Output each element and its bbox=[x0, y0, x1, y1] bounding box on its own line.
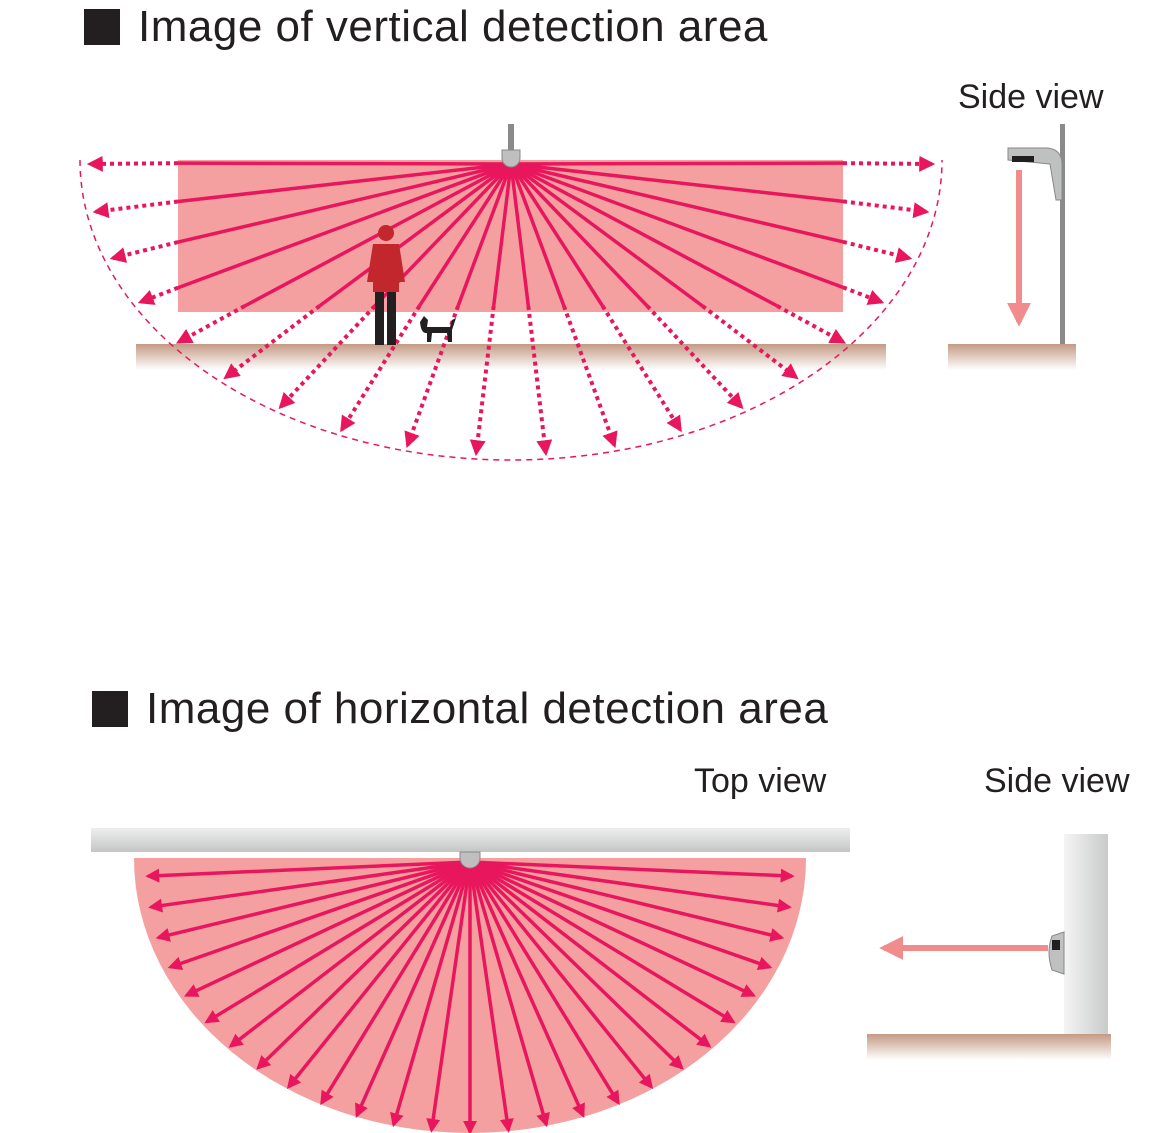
beam-dotted bbox=[469, 305, 496, 457]
beam-solid bbox=[509, 163, 566, 307]
beam-dotted bbox=[86, 155, 179, 172]
vertical-side-view-diagram bbox=[948, 124, 1076, 370]
horizontal-side-view-label: Side view bbox=[984, 762, 1130, 800]
vertical-side-view-label: Side view bbox=[958, 78, 1104, 116]
beam-solid bbox=[469, 860, 795, 883]
beam-solid bbox=[468, 861, 620, 1106]
beam-solid bbox=[468, 861, 550, 1128]
vertical-detection-diagram bbox=[79, 124, 943, 461]
beam-solid bbox=[177, 162, 512, 204]
beam-solid bbox=[355, 861, 472, 1118]
beam-dotted bbox=[842, 199, 930, 219]
beam-dotted bbox=[109, 240, 179, 263]
beam-solid bbox=[468, 860, 654, 1090]
beam-solid bbox=[286, 860, 472, 1090]
beam-dotted bbox=[223, 304, 321, 380]
beam-solid bbox=[167, 860, 471, 971]
beam-dotted bbox=[526, 305, 553, 457]
beam-solid bbox=[510, 162, 779, 308]
beam-solid bbox=[510, 161, 844, 166]
beam-solid bbox=[256, 860, 472, 1070]
pole bbox=[1060, 124, 1065, 346]
beam-solid bbox=[177, 162, 512, 290]
beam-dotted bbox=[340, 304, 422, 433]
beam-solid bbox=[468, 860, 684, 1070]
sensor-icon bbox=[1048, 931, 1065, 975]
beam-solid bbox=[510, 162, 844, 204]
beam-dotted bbox=[842, 155, 936, 172]
beam-solid bbox=[183, 860, 471, 997]
beam-solid bbox=[148, 860, 471, 913]
beam-solid bbox=[510, 162, 844, 244]
beam-solid bbox=[155, 860, 471, 942]
beam-solid bbox=[468, 861, 514, 1133]
beam-dotted bbox=[562, 305, 618, 449]
ground bbox=[136, 344, 886, 370]
square-bullet-icon bbox=[84, 9, 120, 45]
beam-solid bbox=[456, 163, 513, 307]
beam-solid bbox=[491, 163, 513, 307]
horizontal-section-title: Image of horizontal detection area bbox=[146, 684, 829, 733]
beam-dotted bbox=[137, 285, 179, 305]
beam-solid bbox=[509, 162, 649, 308]
detection-area bbox=[178, 160, 843, 312]
beam-solid bbox=[468, 861, 585, 1118]
horizontal-section-heading: Image of horizontal detection area bbox=[92, 684, 828, 734]
beam-solid bbox=[318, 162, 513, 308]
vertical-section-title: Image of vertical detection area bbox=[138, 2, 768, 51]
sensor-icon bbox=[459, 851, 481, 869]
beam-solid bbox=[145, 860, 471, 883]
beam-solid bbox=[469, 860, 792, 913]
beam-dotted bbox=[92, 199, 179, 219]
beam-solid bbox=[390, 861, 472, 1128]
beam-solid bbox=[417, 163, 513, 307]
beam-dotted bbox=[842, 285, 885, 305]
beam-solid bbox=[510, 162, 844, 289]
beam-solid bbox=[469, 860, 736, 1024]
beam-solid bbox=[177, 162, 512, 244]
beam-solid bbox=[469, 860, 785, 942]
beam-dotted bbox=[701, 304, 799, 380]
horizontal-detection-diagram bbox=[91, 828, 850, 1133]
horizontal-beams bbox=[145, 860, 795, 1133]
sensor-icon bbox=[501, 149, 521, 168]
beam-solid bbox=[243, 162, 512, 308]
vertical-beams bbox=[86, 155, 936, 457]
ground bbox=[948, 344, 1076, 370]
beam-dotted bbox=[842, 239, 913, 263]
beam-solid bbox=[228, 860, 472, 1048]
horizontal-side-view-diagram bbox=[867, 834, 1111, 1060]
beam-dotted bbox=[645, 304, 744, 410]
wall bbox=[1064, 834, 1108, 1034]
beam-solid bbox=[469, 860, 757, 997]
ground bbox=[867, 1034, 1111, 1060]
beam-solid bbox=[468, 860, 712, 1048]
beam-solid bbox=[204, 860, 471, 1024]
beam-solid bbox=[509, 163, 605, 307]
beam-solid bbox=[509, 162, 704, 308]
beam-solid bbox=[509, 163, 531, 307]
beam-solid bbox=[320, 861, 472, 1106]
vertical-section-heading: Image of vertical detection area bbox=[84, 2, 768, 52]
detection-range-arc bbox=[79, 159, 943, 461]
person-icon bbox=[367, 225, 405, 345]
ceiling bbox=[91, 828, 850, 852]
beam-solid bbox=[426, 861, 472, 1133]
beam-dotted bbox=[278, 304, 377, 410]
sensor-pole bbox=[508, 124, 514, 150]
horizontal-top-view-label: Top view bbox=[694, 762, 827, 800]
beam-solid bbox=[469, 860, 773, 971]
beam-dotted bbox=[600, 304, 682, 433]
square-bullet-icon bbox=[92, 691, 128, 727]
dog-icon bbox=[420, 316, 456, 342]
beam-solid bbox=[177, 161, 512, 166]
